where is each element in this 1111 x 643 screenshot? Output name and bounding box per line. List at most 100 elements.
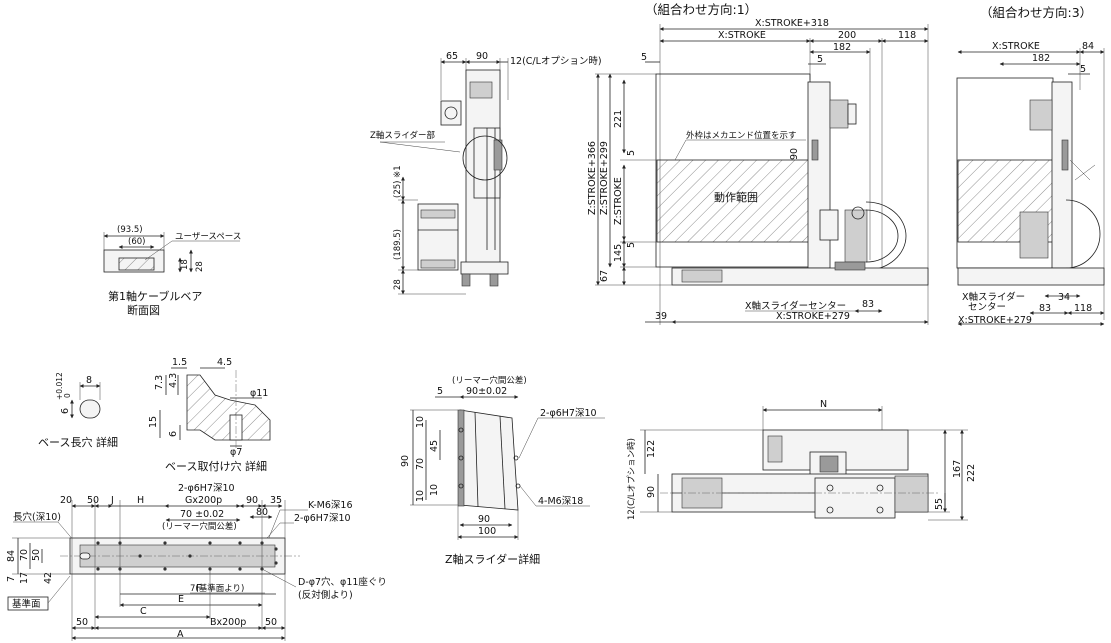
base-dim-70tol: 70 ±0.02 [180, 509, 224, 520]
zside-dim-28: 28 [393, 279, 403, 290]
cable-height-28: 28 [195, 261, 205, 272]
mounthole-caption: ベース取付け穴 詳細 [165, 459, 267, 473]
zdetail-dim-10a: 10 [415, 416, 426, 428]
base-mount-hole-detail: 1.5 4.5 7.3 4.3 φ11 15 6 φ7 ベース取付け穴 詳細 [148, 357, 271, 473]
front1-dim-145: 145 [613, 244, 624, 262]
zside-slider-part-label: Z軸スライダー部 [370, 130, 435, 141]
front1-dim-5d: 5 [626, 242, 637, 248]
basehole-caption: ベース長穴 詳細 [38, 435, 118, 449]
front3-x-279: X:STROKE+279 [958, 315, 1032, 326]
base-dim-50a: 50 [76, 617, 88, 628]
top-dim-n: N [820, 399, 827, 410]
z-axis-side-view: 65 90 12(C/Lオプション時) Z軸スライダー部 (25) ※1 (18… [370, 51, 602, 295]
mounthole-dim-4-5: 4.5 [217, 357, 232, 368]
base-dim-50b: 50 [265, 617, 277, 628]
front3-dim-84: 84 [1082, 41, 1094, 52]
base-dim-70v: 70 [19, 549, 30, 561]
base-reamer: (リーマー穴間公差) [162, 521, 237, 532]
basehole-dim-8: 8 [86, 375, 92, 386]
cable-width-inner: (60) [128, 237, 145, 247]
zdetail-dim-10b: 10 [415, 490, 426, 502]
base-tap: K-M6深16 [308, 500, 353, 511]
front1-x-center: X軸スライダーセンター [745, 300, 846, 312]
mounthole-dim-7-3: 7.3 [154, 375, 165, 390]
top-dim-167: 167 [952, 460, 963, 478]
front1-dim-118: 118 [898, 30, 916, 41]
base-dim-g: Gx200p [185, 495, 222, 506]
zside-dim-25: (25) ※1 [393, 165, 403, 198]
base-dim-17: 17 [19, 572, 30, 584]
base-dim-42: 42 [43, 572, 54, 584]
front-view-direction-3: X:STROKE 84 182 5 X軸スライダー センター 34 83 118… [956, 41, 1105, 326]
basehole-dim-6: 6 [60, 408, 71, 414]
base-dim-20: 20 [60, 495, 72, 506]
base-pin-right: 2-φ6H7深10 [294, 513, 351, 524]
zdetail-dim-90tol: 90±0.02 [466, 386, 507, 397]
front3-dim-182: 182 [1032, 53, 1050, 64]
front1-dim-83: 83 [862, 299, 874, 310]
base-dim-84: 84 [6, 550, 17, 562]
front3-x-stroke: X:STROKE [992, 41, 1040, 52]
base-dim-f: F [196, 583, 201, 594]
base-dim-j: J [110, 495, 114, 506]
cable-bear-section: (93.5) (60) ユーザースペース 18 28 第1軸ケーブルベア 断面図 [103, 225, 241, 317]
front3-dim-34: 34 [1058, 292, 1070, 303]
mounthole-phi-7: φ7 [230, 447, 242, 458]
zdetail-reamer: (リーマー穴間公差) [452, 375, 527, 386]
mounthole-dim-1-5: 1.5 [172, 357, 187, 368]
front1-range-label: 動作範囲 [714, 190, 758, 204]
front1-dim-5b: 5 [817, 54, 823, 65]
front3-x-center-2: センター [968, 302, 1006, 313]
mounthole-dim-15: 15 [148, 416, 159, 428]
base-dim-7: 7 [6, 576, 17, 582]
zdetail-dim-100: 100 [478, 526, 496, 537]
basehole-tol0: 0 [63, 393, 72, 398]
zdetail-tap: 4-M6深18 [538, 496, 583, 507]
cable-width-outer: (93.5) [117, 225, 143, 235]
base-dim-90: 90 [246, 495, 258, 506]
front-view-direction-1: X:STROKE+318 X:STROKE 200 118 182 5 5 動作… [587, 18, 929, 325]
base-ref-face: 基準面 [12, 598, 41, 610]
front1-dim-5a: 5 [641, 52, 647, 63]
zdetail-dim-10c: 10 [429, 484, 440, 496]
front3-dim-83: 83 [1039, 303, 1051, 314]
top-dim-90: 90 [646, 486, 657, 498]
base-d-hole-2: (反対側より) [298, 589, 353, 601]
zside-dim-189: (189.5) [393, 229, 403, 260]
front1-dim-200: 200 [838, 30, 856, 41]
base-dim-a: A [177, 629, 184, 640]
front1-dim-39: 39 [655, 311, 667, 322]
cable-height-18: 18 [180, 259, 190, 270]
cable-caption-2: 断面図 [127, 303, 160, 317]
base-dim-c: C [140, 606, 147, 617]
zdetail-dim-90h: 90 [478, 514, 490, 525]
base-ref7: 7(基準面より) [190, 583, 244, 594]
front1-dim-221: 221 [613, 110, 624, 128]
front1-dim-182: 182 [833, 42, 851, 53]
top-dim-12: 12(C/Lオプション時) [627, 438, 637, 520]
front1-mech-end-note: 外枠はメカエンド位置を示す [686, 130, 797, 141]
zdetail-dim-90v: 90 [400, 455, 411, 467]
base-slot-label: 長穴(深10) [13, 511, 61, 523]
top-dim-55: 55 [934, 498, 945, 510]
front3-x-center-1: X軸スライダー [962, 291, 1025, 303]
front1-dim-67: 67 [599, 270, 610, 282]
top-view: N 12(C/Lオプション時) 122 90 167 222 55 [627, 399, 977, 521]
front1-dim-90: 90 [789, 148, 800, 160]
zside-dim-12: 12(C/Lオプション時) [510, 56, 602, 67]
base-d-hole: D-φ7穴、φ11座ぐり [298, 576, 387, 588]
base-dim-e: E [178, 594, 184, 605]
zside-dim-90: 90 [476, 51, 488, 62]
base-ref-face-box [7, 596, 49, 611]
top-dim-122: 122 [646, 440, 657, 458]
cable-caption-1: 第1軸ケーブルベア [108, 289, 202, 303]
mounthole-dim-6: 6 [168, 431, 179, 437]
front1-x-279: X:STROKE+279 [776, 311, 850, 322]
base-dim-50v: 50 [31, 549, 42, 561]
front3-dim-5: 5 [1080, 64, 1086, 75]
front1-dim-5c: 5 [626, 150, 637, 156]
front1-z-stroke: Z:STROKE [613, 177, 624, 225]
mounthole-dim-4-3: 4.3 [168, 373, 179, 388]
top-dim-222: 222 [966, 464, 977, 482]
base-slot-detail: 8 6 +0.012 0 ベース長穴 詳細 [38, 372, 118, 449]
